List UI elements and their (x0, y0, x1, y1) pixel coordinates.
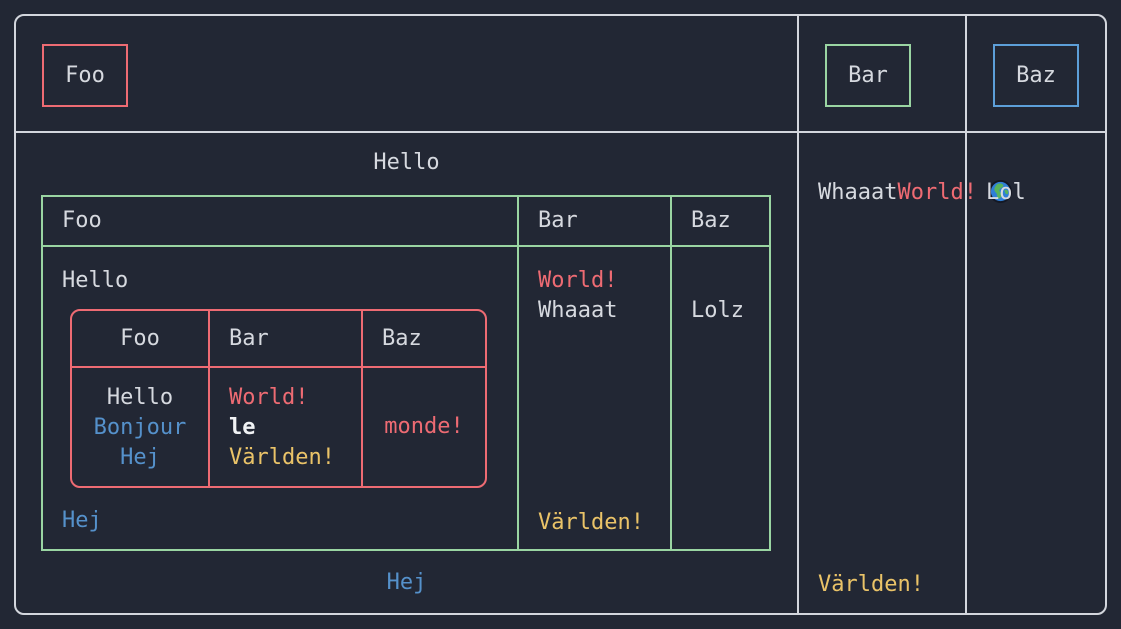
baz-panel: Baz (993, 44, 1079, 107)
red-header-bar: Bar (210, 311, 363, 368)
bar-panel-label: Bar (848, 62, 888, 88)
red-foo-line-2: Bonjour (93, 415, 187, 440)
green-baz-text: Lolz (691, 298, 744, 323)
outer-bar-line-2: Whaaat (818, 180, 898, 205)
baz-panel-label: Baz (1016, 62, 1056, 88)
green-bar-footer: Världen! (538, 510, 644, 535)
red-header-baz-label: Baz (382, 325, 422, 351)
outer-table: Foo Bar Baz Hello Foo Bar Baz Hello (14, 14, 1107, 615)
red-foo-line-3: Hej (120, 445, 160, 470)
foo-cell-footer: Hej (386, 570, 427, 595)
outer-cell-baz: Lol (967, 133, 1105, 613)
red-cell-foo: Hello Bonjour Hej (72, 368, 210, 486)
bar-panel: Bar (825, 44, 911, 107)
green-foo-title: Hello (62, 268, 129, 293)
outer-baz-text: Lol (986, 180, 1026, 205)
green-cell-baz: Lolz (672, 247, 769, 549)
outer-cell-foo: Hello Foo Bar Baz Hello Foo Bar (16, 133, 799, 613)
outer-header-baz: Baz (967, 16, 1105, 133)
red-header-baz: Baz (363, 311, 485, 368)
foo-panel-label: Foo (65, 62, 105, 88)
outer-cell-bar: World! Whaaat Världen! (799, 133, 1012, 613)
red-bar-line-3: Världen! (229, 445, 335, 470)
green-bar-line-2: Whaaat (538, 298, 618, 323)
foo-cell-title: Hello (373, 150, 440, 175)
red-header-foo-label: Foo (120, 325, 160, 351)
outer-bar-footer: Världen! (818, 572, 924, 597)
red-header-foo: Foo (72, 311, 210, 368)
green-header-foo: Foo (43, 197, 519, 247)
red-bar-line-2: le (229, 415, 256, 440)
outer-bar-world-text: World! (897, 180, 977, 205)
green-header-foo-label: Foo (62, 208, 102, 233)
green-header-baz-label: Baz (691, 208, 731, 233)
red-header-bar-label: Bar (229, 325, 269, 351)
green-cell-foo: Hello Foo Bar Baz Hello Bonjour Hej (43, 247, 519, 549)
outer-bar-line-1: World! (818, 148, 1012, 205)
green-header-bar: Bar (519, 197, 672, 247)
green-cell-bar: World! Whaaat Världen! (519, 247, 672, 549)
green-bar-line-1: World! (538, 268, 618, 293)
red-baz-text: monde! (384, 414, 464, 439)
outer-header-foo: Foo (16, 16, 799, 133)
foo-panel: Foo (42, 44, 128, 107)
globe-icon (988, 180, 1012, 203)
red-bar-line-1: World! (229, 385, 309, 410)
green-header-bar-label: Bar (538, 208, 578, 233)
outer-header-bar: Bar (799, 16, 967, 133)
red-nested-table: Foo Bar Baz Hello Bonjour Hej World! (70, 309, 487, 488)
green-foo-footer: Hej (62, 508, 102, 533)
green-header-baz: Baz (672, 197, 769, 247)
green-nested-table: Foo Bar Baz Hello Foo Bar Baz (41, 195, 771, 551)
red-foo-line-1: Hello (106, 385, 174, 410)
red-cell-bar: World! le Världen! (210, 368, 363, 486)
red-cell-baz: monde! (363, 368, 485, 486)
